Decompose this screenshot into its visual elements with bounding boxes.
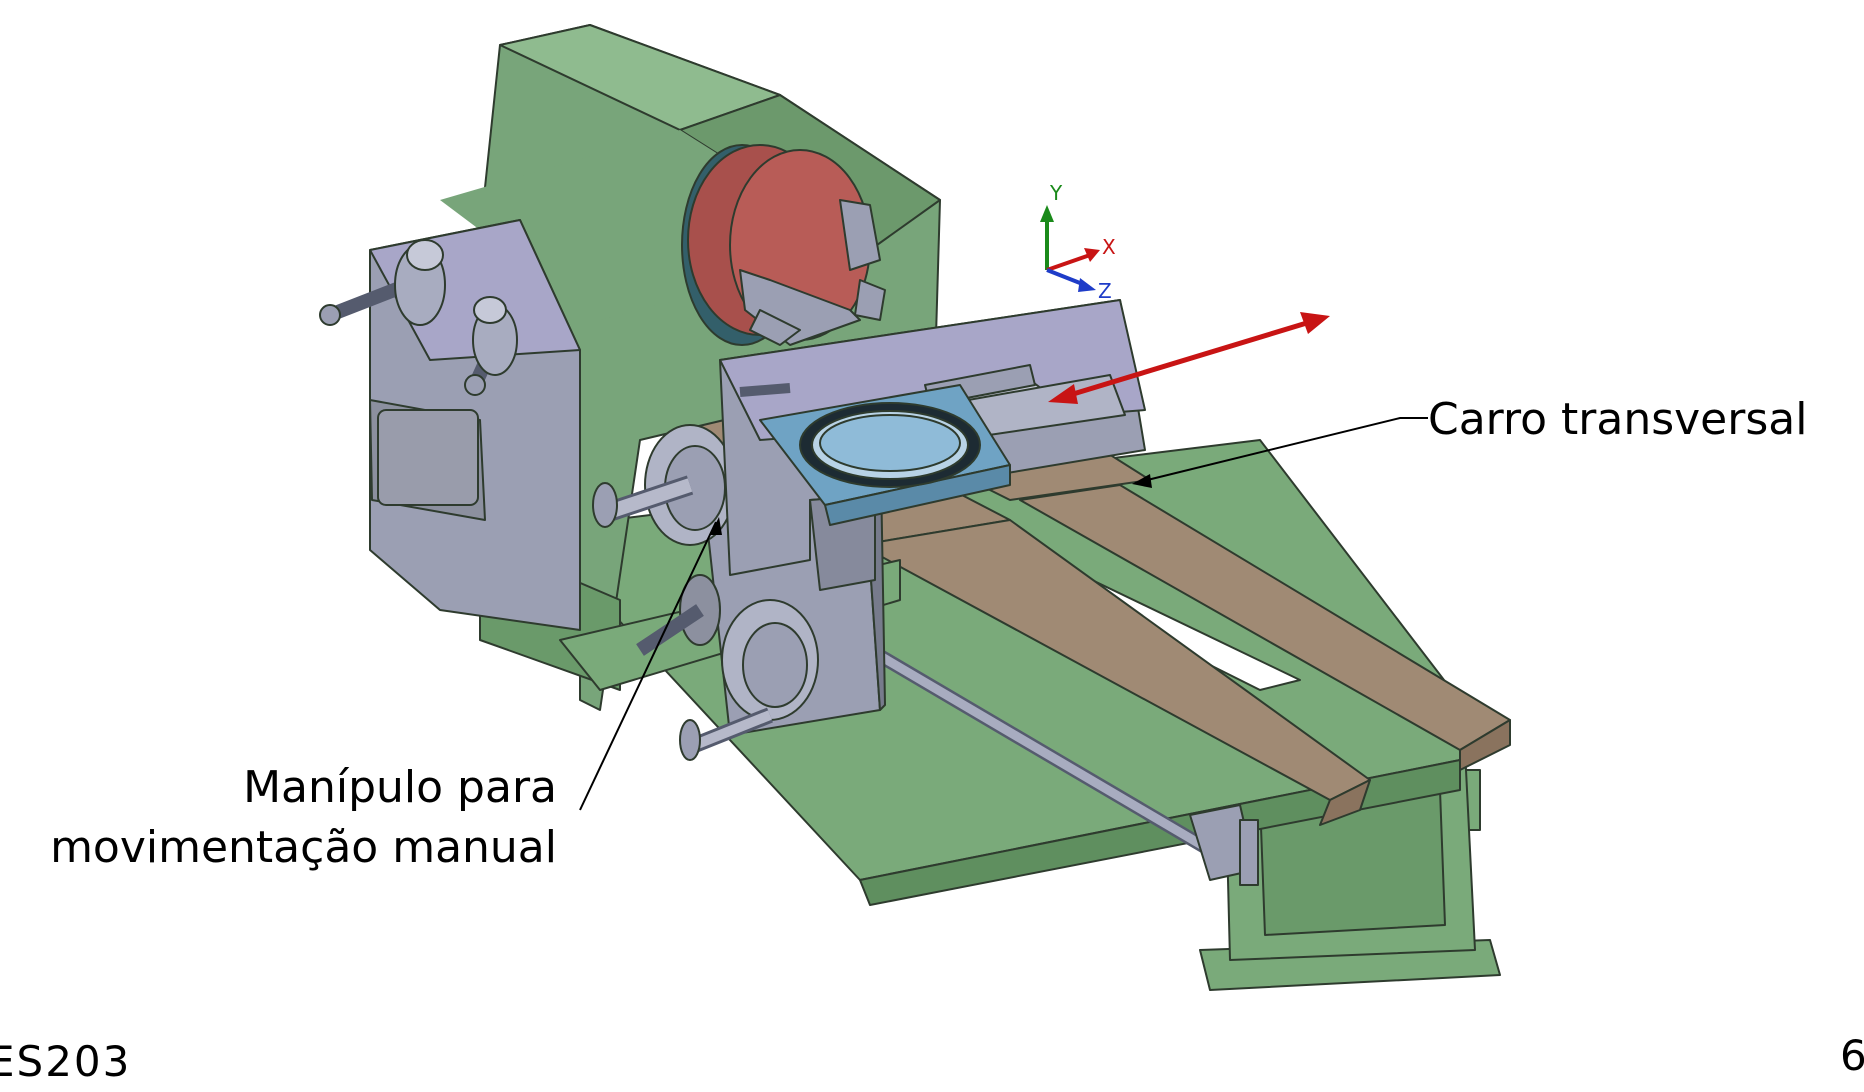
label-handwheel-line2: movimentação manual [50, 822, 557, 873]
leader-line-handwheel [579, 517, 722, 811]
axis-y-label: Y [1049, 181, 1063, 205]
apron-knob [636, 574, 721, 656]
motion-arrow-icon [1048, 312, 1330, 404]
leader-line-cross-slide [1132, 417, 1428, 488]
label-handwheel-line1: Manípulo para [243, 762, 557, 813]
handwheel-lower [679, 599, 819, 761]
page-number: 6 [1840, 1031, 1864, 1080]
course-code: ES203 [0, 1037, 132, 1086]
axis-x-label: X [1102, 235, 1116, 259]
label-cross-slide: Carro transversal [1428, 394, 1808, 445]
axes-triad-icon: Y X Z [1040, 181, 1116, 303]
handwheel-upper [592, 424, 736, 546]
gear-lever-left [319, 239, 446, 326]
cross-slide-plate [759, 384, 1011, 526]
feed-rod-bracket [1189, 804, 1259, 886]
chuck [681, 144, 886, 346]
label-handwheel: Manípulo para movimentação manual [50, 758, 557, 878]
gear-lever-right [464, 296, 518, 396]
axis-z-label: Z [1098, 279, 1112, 303]
